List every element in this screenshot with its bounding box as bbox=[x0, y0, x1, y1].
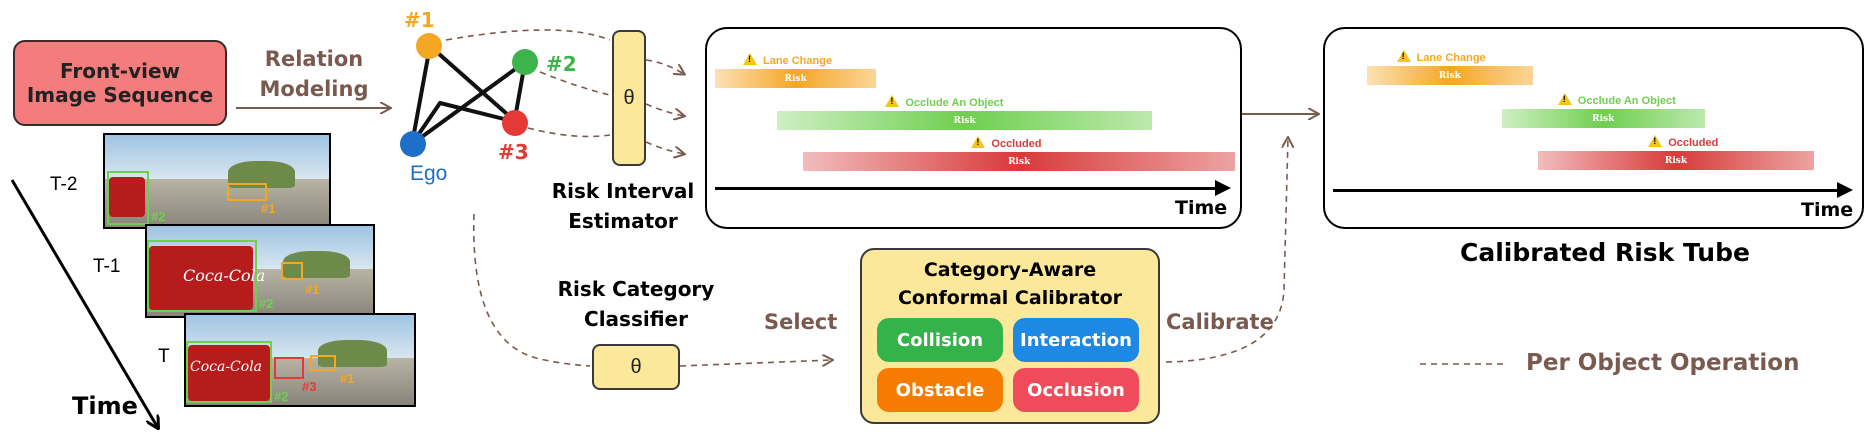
warning-icon bbox=[971, 136, 986, 148]
frame-t1-box1-label: #1 bbox=[305, 282, 320, 297]
node1-to-estimator bbox=[445, 29, 611, 41]
estimator-to-panel-1 bbox=[645, 59, 684, 74]
risk-interval-estimator-label: Risk Interval Estimator bbox=[551, 179, 695, 233]
warning-icon bbox=[1557, 93, 1572, 105]
frame-t: Coca-Cola #2 #3 #1 bbox=[184, 313, 416, 407]
node-3 bbox=[502, 110, 528, 136]
node-2-label: #2 bbox=[546, 52, 577, 76]
estimate-time-axis-arrowhead bbox=[1215, 180, 1231, 196]
frame-label-t2: T-2 bbox=[50, 174, 78, 195]
frame-t2: #2 #1 bbox=[103, 133, 331, 229]
calibrated-interval-bar-0: Risk bbox=[1366, 66, 1533, 85]
estimate-interval-bar-2: Risk bbox=[803, 152, 1235, 171]
risk-category-classifier-label: Risk Category Classifier bbox=[557, 277, 715, 331]
input-title: Front-view Image Sequence bbox=[26, 59, 214, 107]
category-obstacle: Obstacle bbox=[877, 368, 1003, 412]
legend-per-object-operation: Per Object Operation bbox=[1526, 350, 1800, 376]
estimate-interval-label-0: Lane Change bbox=[743, 53, 832, 67]
frame-t-box1-label: #1 bbox=[340, 371, 355, 386]
relation-modeling-label: Relation Modeling bbox=[259, 47, 369, 101]
input-sequence-box: Front-view Image Sequence bbox=[13, 40, 227, 126]
risk-interval-estimator-block: θ bbox=[612, 30, 646, 166]
calibrated-interval-bar-2: Risk bbox=[1538, 151, 1814, 170]
node-ego bbox=[400, 131, 426, 157]
estimate-time-label: Time bbox=[1175, 197, 1228, 219]
frame-t1-truck-text: Coca-Cola bbox=[183, 266, 266, 285]
estimate-interval-bar-1: Risk bbox=[777, 111, 1152, 130]
calibrated-risk-tube-title: Calibrated Risk Tube bbox=[1460, 238, 1750, 267]
calibrated-time-label: Time bbox=[1801, 199, 1854, 221]
frame-t1: Coca-Cola #2 #1 bbox=[145, 224, 375, 318]
estimator-theta: θ bbox=[623, 86, 635, 109]
calibrated-risk-panel: Lane ChangeRiskOcclude An ObjectRiskOccl… bbox=[1323, 27, 1864, 229]
time-axis-label: Time bbox=[72, 392, 138, 420]
frame-t-box3-label: #3 bbox=[302, 379, 317, 394]
category-occlusion: Occlusion bbox=[1013, 368, 1139, 412]
conformal-calibrator-box: Category-Aware Conformal Calibrator Coll… bbox=[860, 248, 1160, 424]
frame-t2-box2-label: #2 bbox=[151, 209, 166, 224]
risk-category-classifier-block: θ bbox=[592, 344, 680, 390]
estimate-interval-bar-0: Risk bbox=[715, 69, 877, 88]
node2-to-estimator bbox=[539, 71, 611, 96]
node-3-label: #3 bbox=[498, 140, 529, 164]
calibrated-time-axis bbox=[1333, 189, 1845, 192]
warning-icon bbox=[885, 95, 900, 107]
calibrator-title: Category-Aware Conformal Calibrator bbox=[897, 259, 1123, 309]
estimator-to-panel-2 bbox=[645, 103, 684, 116]
classifier-to-calibrator bbox=[679, 360, 832, 367]
category-collision: Collision bbox=[877, 318, 1003, 362]
estimator-to-panel-3 bbox=[645, 141, 684, 154]
select-edge-label: Select bbox=[764, 310, 838, 334]
node3-to-estimator bbox=[527, 127, 611, 138]
graph-to-classifier bbox=[472, 213, 591, 367]
frame-label-t: T bbox=[158, 346, 170, 367]
frame-label-t1: T-1 bbox=[93, 256, 121, 277]
node-ego-label: Ego bbox=[410, 162, 448, 185]
calibrator-to-tube bbox=[1165, 138, 1288, 363]
estimate-time-axis bbox=[715, 187, 1223, 190]
node-1-label: #1 bbox=[404, 8, 435, 32]
calibrated-interval-bar-1: Risk bbox=[1501, 109, 1705, 128]
time-axis-arrow bbox=[10, 179, 158, 428]
classifier-theta: θ bbox=[630, 355, 642, 378]
calibrated-interval-label-0: Lane Change bbox=[1396, 50, 1486, 64]
calibrate-edge-label: Calibrate bbox=[1166, 310, 1274, 334]
warning-icon bbox=[743, 53, 757, 65]
warning-icon bbox=[1396, 50, 1411, 62]
frame-t-truck-text: Coca-Cola bbox=[190, 359, 263, 375]
calibrated-time-axis-arrowhead bbox=[1837, 182, 1853, 198]
node-2 bbox=[512, 49, 538, 75]
risk-estimate-panel: Lane ChangeRiskOcclude An ObjectRiskOccl… bbox=[705, 27, 1242, 229]
frame-t1-box2-label: #2 bbox=[259, 296, 274, 311]
estimate-interval-label-2: Occluded bbox=[971, 136, 1042, 150]
calibrated-interval-label-2: Occluded bbox=[1648, 135, 1718, 149]
calibrated-interval-label-1: Occlude An Object bbox=[1557, 93, 1676, 107]
estimate-interval-label-1: Occlude An Object bbox=[885, 95, 1003, 109]
category-interaction: Interaction bbox=[1013, 318, 1139, 362]
node-1 bbox=[416, 33, 442, 59]
frame-t2-box1-label: #1 bbox=[261, 201, 276, 216]
warning-icon bbox=[1648, 135, 1663, 147]
frame-t-box2-label: #2 bbox=[274, 389, 289, 404]
